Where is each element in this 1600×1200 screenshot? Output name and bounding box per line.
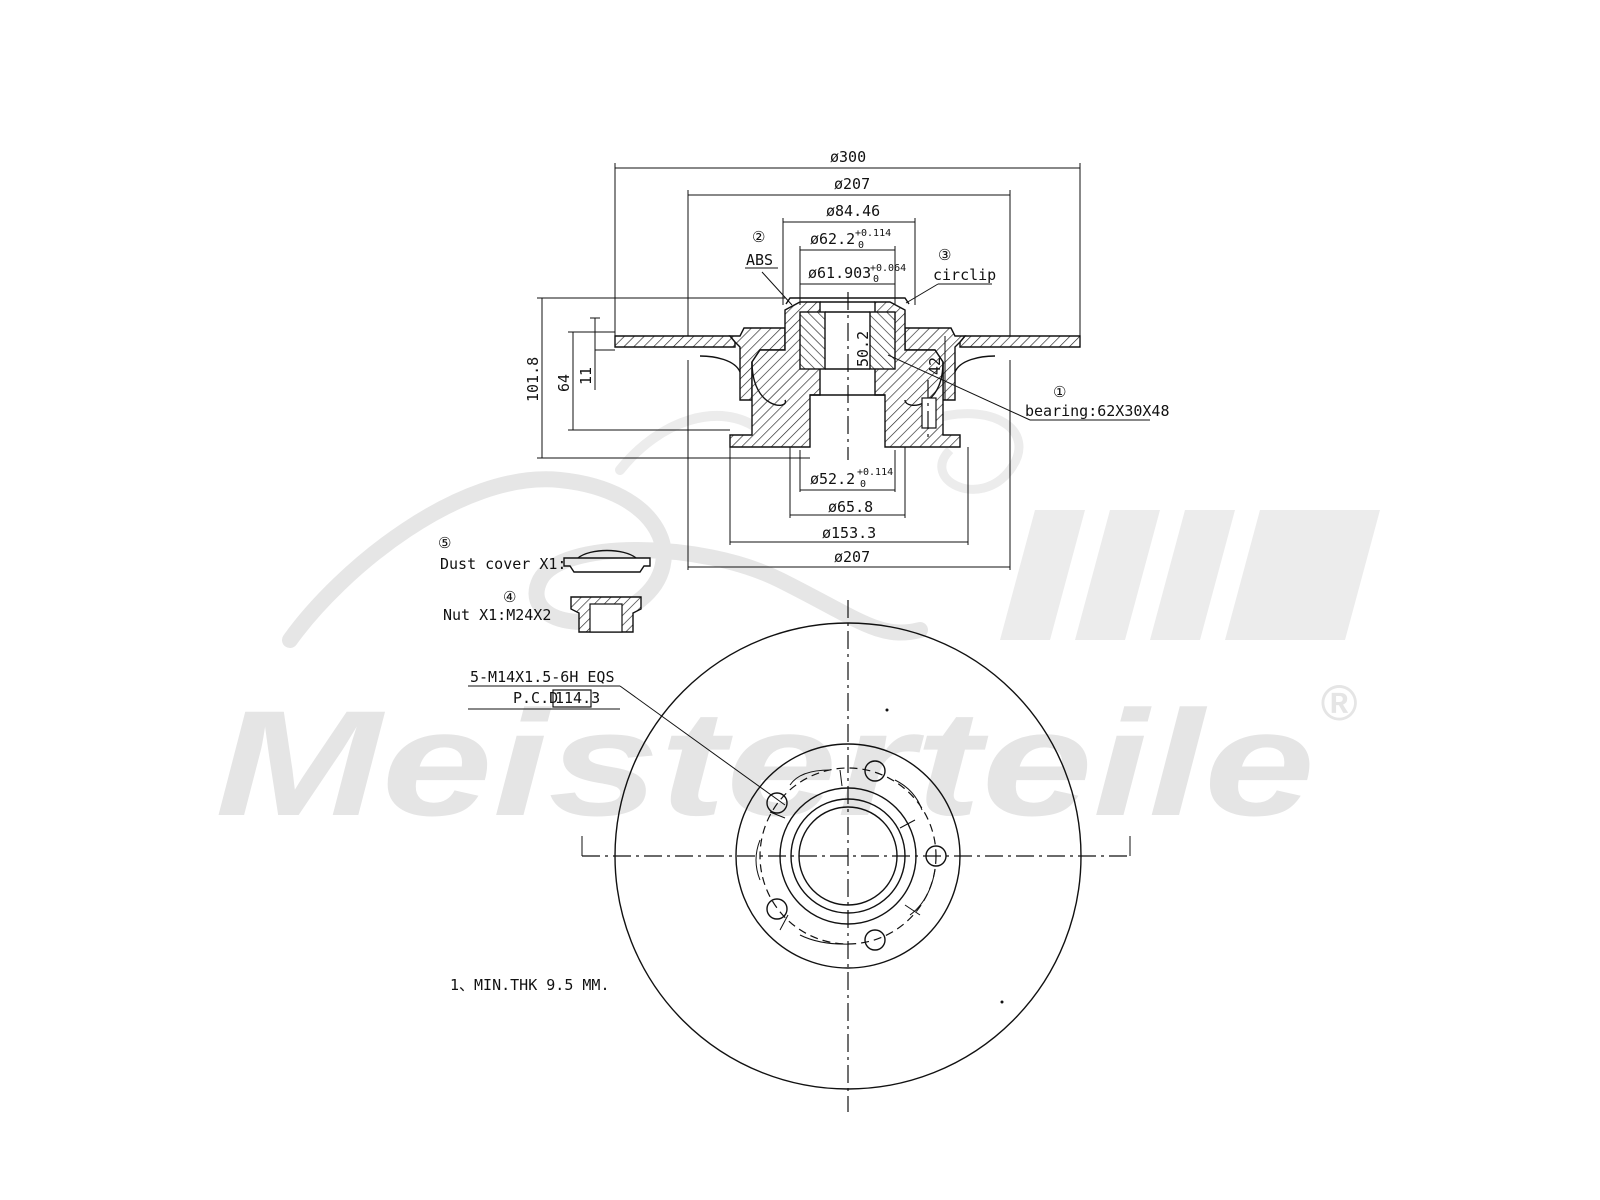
dimension-labels: ø300 ø207 ø84.46 ø62.2 +0.114 0 ø61.903 … <box>524 148 944 566</box>
bolt-spec-text: 5-M14X1.5-6H EQS <box>470 668 615 686</box>
callout-abs: ABS <box>746 251 773 269</box>
dim-h101: 101.8 <box>524 357 542 402</box>
dim-d61-tol: +0.064 <box>870 263 906 274</box>
part-nut-number: ④ <box>503 588 516 606</box>
dim-h50: 50.2 <box>854 331 872 367</box>
callout-circlip-number: ③ <box>938 246 951 264</box>
pcd-label: P.C.D <box>513 689 558 707</box>
bolt-spec: 5-M14X1.5-6H EQS P.C.D 114.3 <box>468 668 786 806</box>
bolt-hole <box>766 792 788 814</box>
callout-bearing-number: ① <box>1053 383 1066 401</box>
bolt-hole <box>864 929 886 951</box>
dim-d52-tol0: 0 <box>860 479 866 490</box>
dust-cover-icon <box>563 549 651 573</box>
watermark-brand: Meisterteile <box>215 679 1315 847</box>
dim-h42: 42 <box>926 357 944 375</box>
dim-d153: ø153.3 <box>822 524 876 542</box>
dim-d52: ø52.2 <box>810 470 855 488</box>
dim-h64: 64 <box>555 374 573 392</box>
dim-d61-tol0: 0 <box>873 274 879 285</box>
parts-list: ⑤ Dust cover X1: ④ Nut X1:M24X2 <box>438 534 651 633</box>
callout-bearing: bearing:62X30X48 <box>1025 402 1170 420</box>
callout-abs-number: ② <box>752 228 765 246</box>
dim-d61: ø61.903 <box>808 264 871 282</box>
nut-icon <box>570 596 642 633</box>
part-dust-cover-label: Dust cover X1: <box>440 555 566 573</box>
dim-d52-tol: +0.114 <box>857 467 893 478</box>
watermark-bars <box>1000 510 1380 640</box>
part-nut-label: Nut X1:M24X2 <box>443 606 551 624</box>
hat-slots <box>755 769 936 945</box>
dim-d207-top: ø207 <box>834 175 870 193</box>
dim-d84: ø84.46 <box>826 202 880 220</box>
part-dust-cover-number: ⑤ <box>438 534 451 552</box>
front-view <box>581 600 1131 1112</box>
bolt-hole <box>766 898 788 920</box>
dim-d65: ø65.8 <box>828 498 873 516</box>
bolt-holes <box>766 760 947 951</box>
leader-lines <box>745 267 1150 421</box>
dim-d62-tol0: 0 <box>858 240 864 251</box>
pcd-value: 114.3 <box>555 689 600 707</box>
callout-circlip: circlip <box>933 266 996 284</box>
bolt-hole <box>864 760 886 782</box>
thickness-note: 1、MIN.THK 9.5 MM. <box>450 976 610 994</box>
dim-d207-bottom: ø207 <box>834 548 870 566</box>
dimension-lines <box>537 163 1081 570</box>
dim-h11: 11 <box>577 367 595 385</box>
dim-d62-tol: +0.114 <box>855 228 891 239</box>
watermark: Meisterteile ® <box>215 409 1380 847</box>
dim-d300: ø300 <box>830 148 866 166</box>
dim-d62: ø62.2 <box>810 230 855 248</box>
callouts: ② ABS ③ circlip ① bearing:62X30X48 <box>746 228 1170 420</box>
watermark-registered-mark: ® <box>1320 675 1357 731</box>
